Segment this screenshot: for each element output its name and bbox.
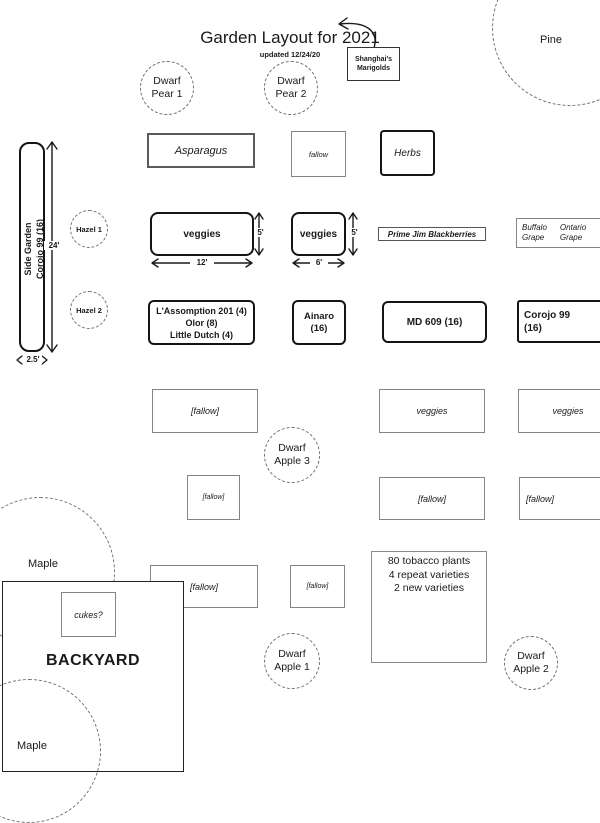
tree-label-pine: Pine bbox=[540, 34, 563, 46]
tree-circle-dwarf-apple-2: Dwarf Apple 2 bbox=[504, 636, 558, 690]
bed-veggies-small: veggies bbox=[291, 212, 346, 256]
tree-circle-hazel-2: Hazel 2 bbox=[70, 291, 108, 329]
tree-circle-pine bbox=[492, 0, 600, 106]
dimension-label-6ft: 6' bbox=[310, 258, 328, 267]
tree-circle-maple-lower bbox=[0, 679, 101, 823]
backyard-label: BACKYARD bbox=[45, 652, 141, 669]
page-title: Garden Layout for 2021 bbox=[200, 28, 380, 47]
bed-fallow-top: fallow bbox=[291, 131, 346, 177]
bed-asparagus: Asparagus bbox=[147, 133, 255, 168]
bed-assomption-olor-littledutch: L'Assomption 201 (4) Olor (8) Little Dut… bbox=[148, 300, 255, 345]
dimension-label-24ft: 24' bbox=[44, 241, 64, 250]
dimension-label-5ft-a: 5' bbox=[254, 228, 267, 237]
bed-grapes-buffalo: Buffalo Grape bbox=[522, 223, 547, 242]
bed-md609: MD 609 (16) bbox=[382, 301, 487, 343]
tree-circle-dwarf-apple-3: Dwarf Apple 3 bbox=[264, 427, 320, 483]
bed-veggies-mid-center: veggies bbox=[379, 389, 485, 433]
dimension-arrow-2-5ft-right-icon bbox=[41, 355, 48, 365]
tree-circle-dwarf-apple-1: Dwarf Apple 1 bbox=[264, 633, 320, 689]
tree-circle-dwarf-pear-1: Dwarf Pear 1 bbox=[140, 61, 194, 115]
tree-label-maple-lower: Maple bbox=[17, 740, 47, 752]
dimension-arrow-2-5ft-left-icon bbox=[16, 355, 23, 365]
marigolds-annotation: Shanghai's Marigolds bbox=[347, 47, 400, 81]
bed-cukes: cukes? bbox=[61, 592, 116, 637]
bed-veggies-big: veggies bbox=[150, 212, 254, 256]
bed-fallow-row2-center: [fallow] bbox=[379, 477, 485, 520]
bed-side-garden: Side Garden Corojo 99 (16) bbox=[19, 142, 45, 352]
tree-circle-dwarf-pear-2: Dwarf Pear 2 bbox=[264, 61, 318, 115]
bed-fallow-row3-small: [fallow] bbox=[290, 565, 345, 608]
bed-herbs: Herbs bbox=[380, 130, 435, 176]
annotation-arrow-icon bbox=[338, 17, 376, 49]
bed-grapes-ontario: Ontario Grape bbox=[559, 223, 587, 242]
bed-veggies-mid-right: veggies bbox=[518, 389, 600, 433]
dimension-label-5ft-b: 5' bbox=[348, 228, 361, 237]
bed-ainaro: Ainaro (16) bbox=[292, 300, 346, 345]
dimension-label-12ft: 12' bbox=[190, 258, 214, 267]
bed-grapes: Buffalo Grape Ontario Grape bbox=[516, 218, 600, 248]
tree-circle-hazel-1: Hazel 1 bbox=[70, 210, 108, 248]
bed-fallow-row2-right: [fallow] bbox=[519, 477, 600, 520]
bed-blackberries: Prime Jim Blackberries bbox=[378, 227, 486, 241]
updated-note: updated 12/24/20 bbox=[259, 50, 321, 59]
dimension-label-2-5ft: 2.5' bbox=[24, 355, 42, 364]
bed-fallow-small-row2: [fallow] bbox=[187, 475, 240, 520]
bed-corojo99: Corojo 99 (16) bbox=[517, 300, 600, 343]
bed-fallow-mid-left: [fallow] bbox=[152, 389, 258, 433]
backyard-area: cukes? BACKYARD Maple bbox=[0, 581, 184, 823]
tobacco-note-box: 80 tobacco plants 4 repeat varieties 2 n… bbox=[371, 551, 487, 663]
tree-label-maple-upper: Maple bbox=[28, 558, 58, 570]
